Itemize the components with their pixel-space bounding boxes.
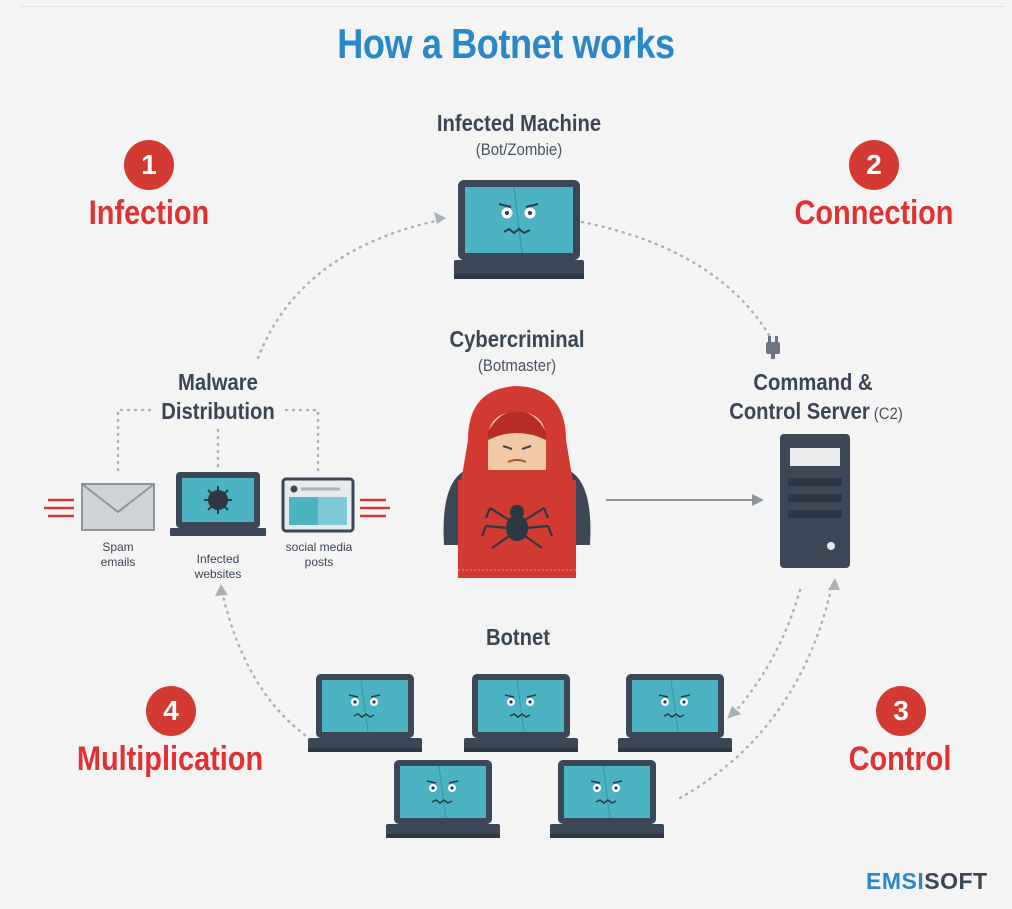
spam-email-icon <box>44 483 155 531</box>
cybercriminal-subtitle: (Botmaster) <box>477 356 557 375</box>
cybercriminal-title: Cybercriminal <box>449 326 585 352</box>
channel-social-line1: social media <box>285 540 353 554</box>
server-label-main: Control Server <box>729 398 870 424</box>
step-3-label: Control <box>848 740 952 778</box>
botnet-laptop-4 <box>385 759 501 839</box>
plug-icon <box>766 336 780 359</box>
social-post-icon <box>281 477 390 533</box>
channel-spam-line2: emails <box>100 555 136 569</box>
step-4-label: Multiplication <box>76 740 264 778</box>
botnet-laptop-2 <box>463 673 579 753</box>
botnet-laptop-5 <box>549 759 665 839</box>
page-title: How a Botnet works <box>337 20 675 67</box>
server-label-line2: Control Server (C2) <box>710 398 921 425</box>
infected-website-laptop <box>170 472 266 536</box>
infected-machine-title: Infected Machine <box>436 110 602 136</box>
step-2-badge: 2 <box>849 140 899 190</box>
arrow-criminal-to-server <box>606 494 764 506</box>
step-1-badge: 1 <box>124 140 174 190</box>
channel-websites-line2: websites <box>194 567 242 581</box>
botnet-laptop-3 <box>617 673 733 753</box>
server-label-abbr: (C2) <box>873 404 903 423</box>
brand-part2: SOFT <box>924 868 988 894</box>
botnet-label: Botnet <box>485 624 551 650</box>
botnet-laptop-1 <box>307 673 423 753</box>
channel-websites-line1: Infected <box>196 552 240 566</box>
malware-label-line2: Distribution <box>161 398 275 424</box>
c2-server <box>780 434 850 568</box>
channel-social-label: social media posts <box>272 540 366 570</box>
step-2-label: Connection <box>794 194 954 232</box>
brand-part1: EMSI <box>866 868 925 894</box>
step-1-label: Infection <box>88 194 210 232</box>
flow-arrows <box>116 218 834 800</box>
infected-machine-laptop <box>454 180 584 279</box>
channel-social-line2: posts <box>304 555 334 569</box>
arrow-infection-to-machine <box>256 218 442 360</box>
arrow-server-to-botnet <box>733 588 802 714</box>
malware-label-line1: Malware <box>178 369 258 395</box>
step-4-badge: 4 <box>146 686 196 736</box>
arrowheads <box>215 212 840 719</box>
infected-machine-subtitle: (Bot/Zombie) <box>475 140 563 159</box>
malware-branch-right <box>284 408 320 478</box>
emsisoft-logo: EMSISOFT <box>866 868 988 895</box>
channel-websites-label: Infected websites <box>178 552 258 582</box>
step-3-badge: 3 <box>876 686 926 736</box>
arrow-botnet-to-websites <box>220 590 307 737</box>
top-divider <box>20 6 1005 7</box>
channel-spam-line1: Spam <box>102 540 134 554</box>
arrow-machine-to-server <box>580 220 774 342</box>
channel-spam-label: Spam emails <box>78 540 158 570</box>
server-label-line1: Command & <box>753 369 873 395</box>
cybercriminal-figure <box>443 386 591 578</box>
malware-branch-left <box>116 408 152 478</box>
arrow-botnet-to-server <box>678 583 834 800</box>
